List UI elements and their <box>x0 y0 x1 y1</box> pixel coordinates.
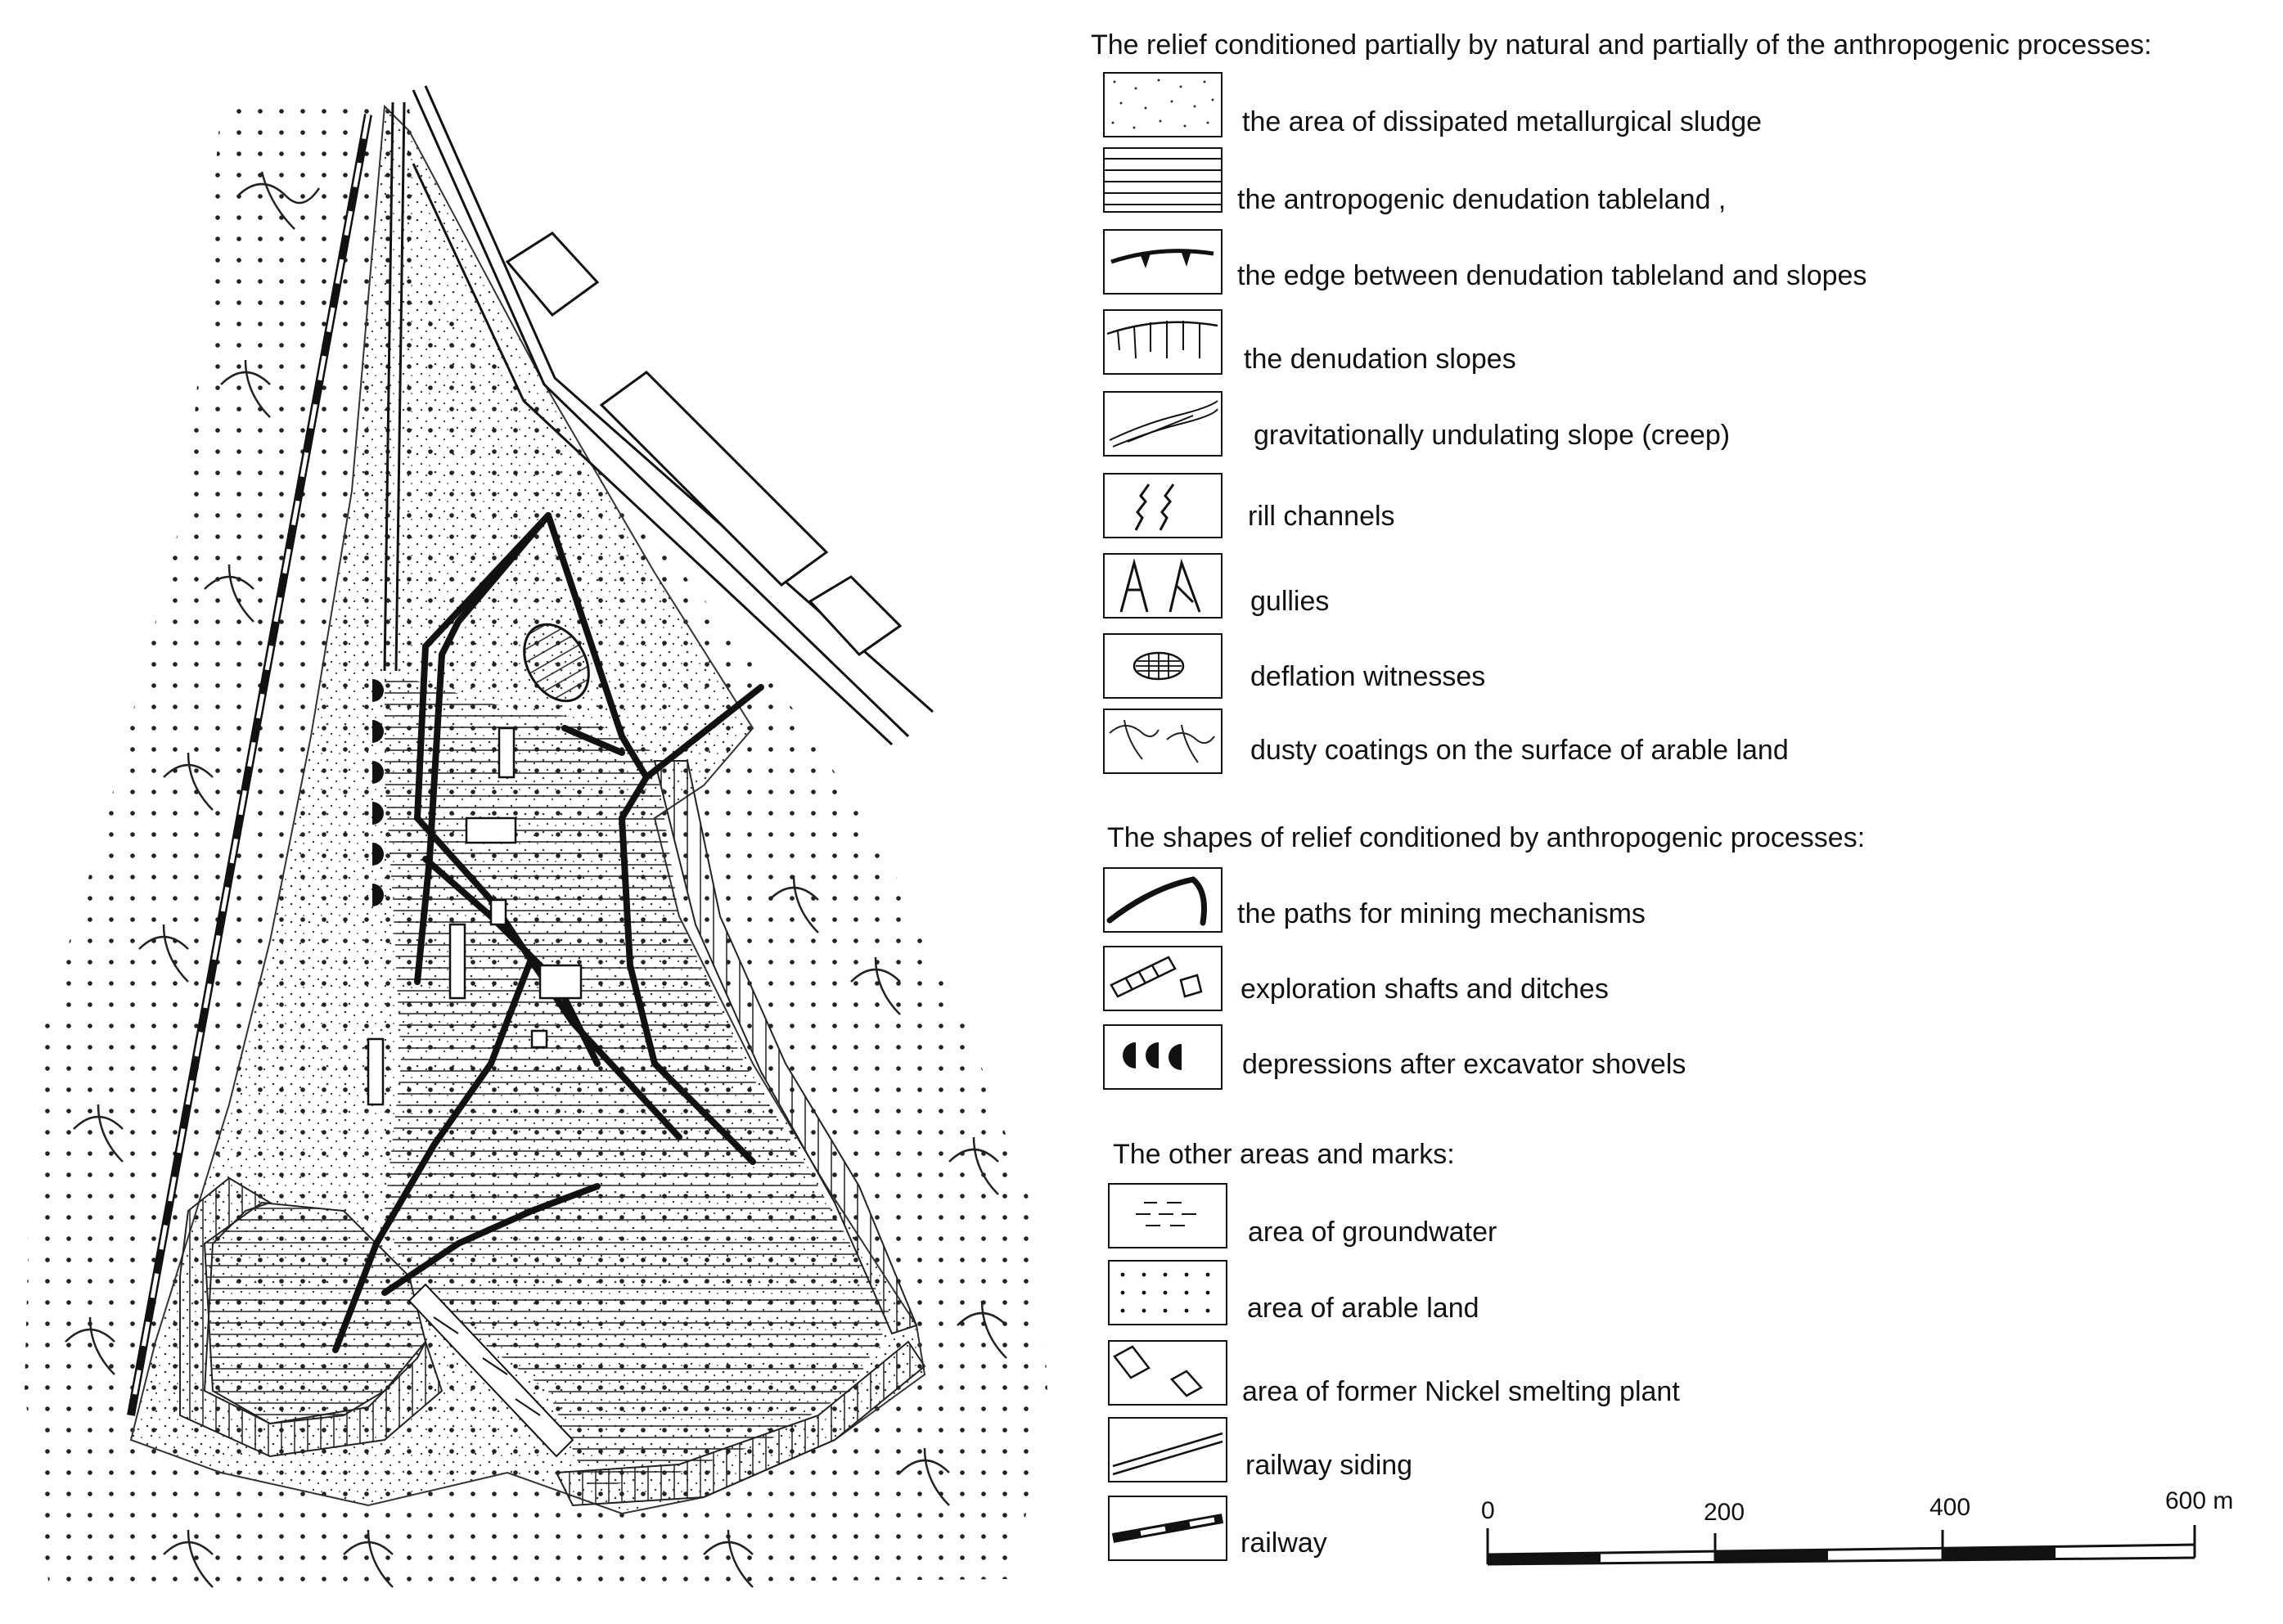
excavator-depressions <box>372 679 384 906</box>
legend-label-slopes: the denudation slopes <box>1244 344 1516 375</box>
edge-ticks-icon <box>1103 229 1223 295</box>
dust-icon <box>1103 709 1223 774</box>
legend: The relief conditioned partially by natu… <box>1080 0 2283 1620</box>
railway-line <box>127 114 372 1416</box>
groundwater-strip <box>408 1283 574 1458</box>
path-icon <box>1103 867 1223 933</box>
legend-label-siding: railway siding <box>1245 1450 1413 1481</box>
depression-slope <box>179 1176 444 1458</box>
legend-label-gullies: gullies <box>1250 586 1330 617</box>
legend-label-shafts: exploration shafts and ditches <box>1241 974 1609 1005</box>
legend-section-title: The shapes of relief conditioned by anth… <box>1107 822 1866 853</box>
creep-lines-icon <box>1103 391 1223 457</box>
scale-bar-graphic <box>1486 1525 2196 1566</box>
scale-label-0: 0 <box>1481 1497 1495 1524</box>
legend-label-groundwater: area of groundwater <box>1248 1217 1497 1248</box>
deflation-witness <box>523 623 590 703</box>
denudation-slope <box>555 760 926 1507</box>
legend-label-tableland: the antropogenic denudation tableland , <box>1237 184 1727 215</box>
map-canvas <box>25 85 1047 1588</box>
legend-label-dust: dusty coatings on the surface of arable … <box>1250 735 1789 766</box>
groundwater-icon <box>1108 1183 1227 1248</box>
legend-section-title: The other areas and marks: <box>1113 1139 1455 1170</box>
legend-label-railway: railway <box>1241 1527 1327 1559</box>
deflation-icon <box>1103 633 1223 699</box>
horizontal-lines-icon <box>1103 147 1223 213</box>
plant-icon <box>1108 1340 1227 1406</box>
legend-label-edge: the edge between denudation tableland an… <box>1237 260 1867 291</box>
legend-section-title: The relief conditioned partially by natu… <box>1091 29 2152 61</box>
arable-icon <box>1108 1260 1227 1325</box>
legend-label-rill: rill channels <box>1248 501 1395 532</box>
siding-icon <box>1108 1417 1227 1482</box>
legend-label-deflation: deflation witnesses <box>1250 661 1486 692</box>
scale-label-400: 400 <box>1930 1494 1971 1521</box>
nickel-plant-buildings <box>505 232 903 656</box>
railway-siding <box>383 85 934 746</box>
slope-ticks-icon <box>1103 309 1223 375</box>
dots-sparse-icon <box>1103 72 1223 137</box>
railway-icon <box>1108 1496 1227 1561</box>
mining-paths <box>332 512 764 1353</box>
exploration-shafts <box>367 727 583 1106</box>
rill-icon <box>1103 473 1223 538</box>
shaft-icon <box>1103 946 1223 1011</box>
scale-label-600: 600 m <box>2165 1487 2234 1514</box>
legend-label-paths: the paths for mining mechanisms <box>1237 898 1646 929</box>
gully-icon <box>1103 553 1223 619</box>
scale-label-200: 200 <box>1704 1499 1745 1526</box>
legend-label-plant: area of former Nickel smelting plant <box>1242 1376 1680 1407</box>
legend-label-sludge: the area of dissipated metallurgical slu… <box>1242 106 1763 137</box>
dust-coatings <box>65 171 1007 1588</box>
shovel-icon <box>1103 1024 1223 1090</box>
legend-label-arable: area of arable land <box>1247 1293 1479 1324</box>
legend-label-shovels: depressions after excavator shovels <box>1242 1049 1686 1080</box>
map-area <box>0 0 1080 1620</box>
legend-label-creep: gravitationally undulating slope (creep) <box>1254 420 1731 451</box>
